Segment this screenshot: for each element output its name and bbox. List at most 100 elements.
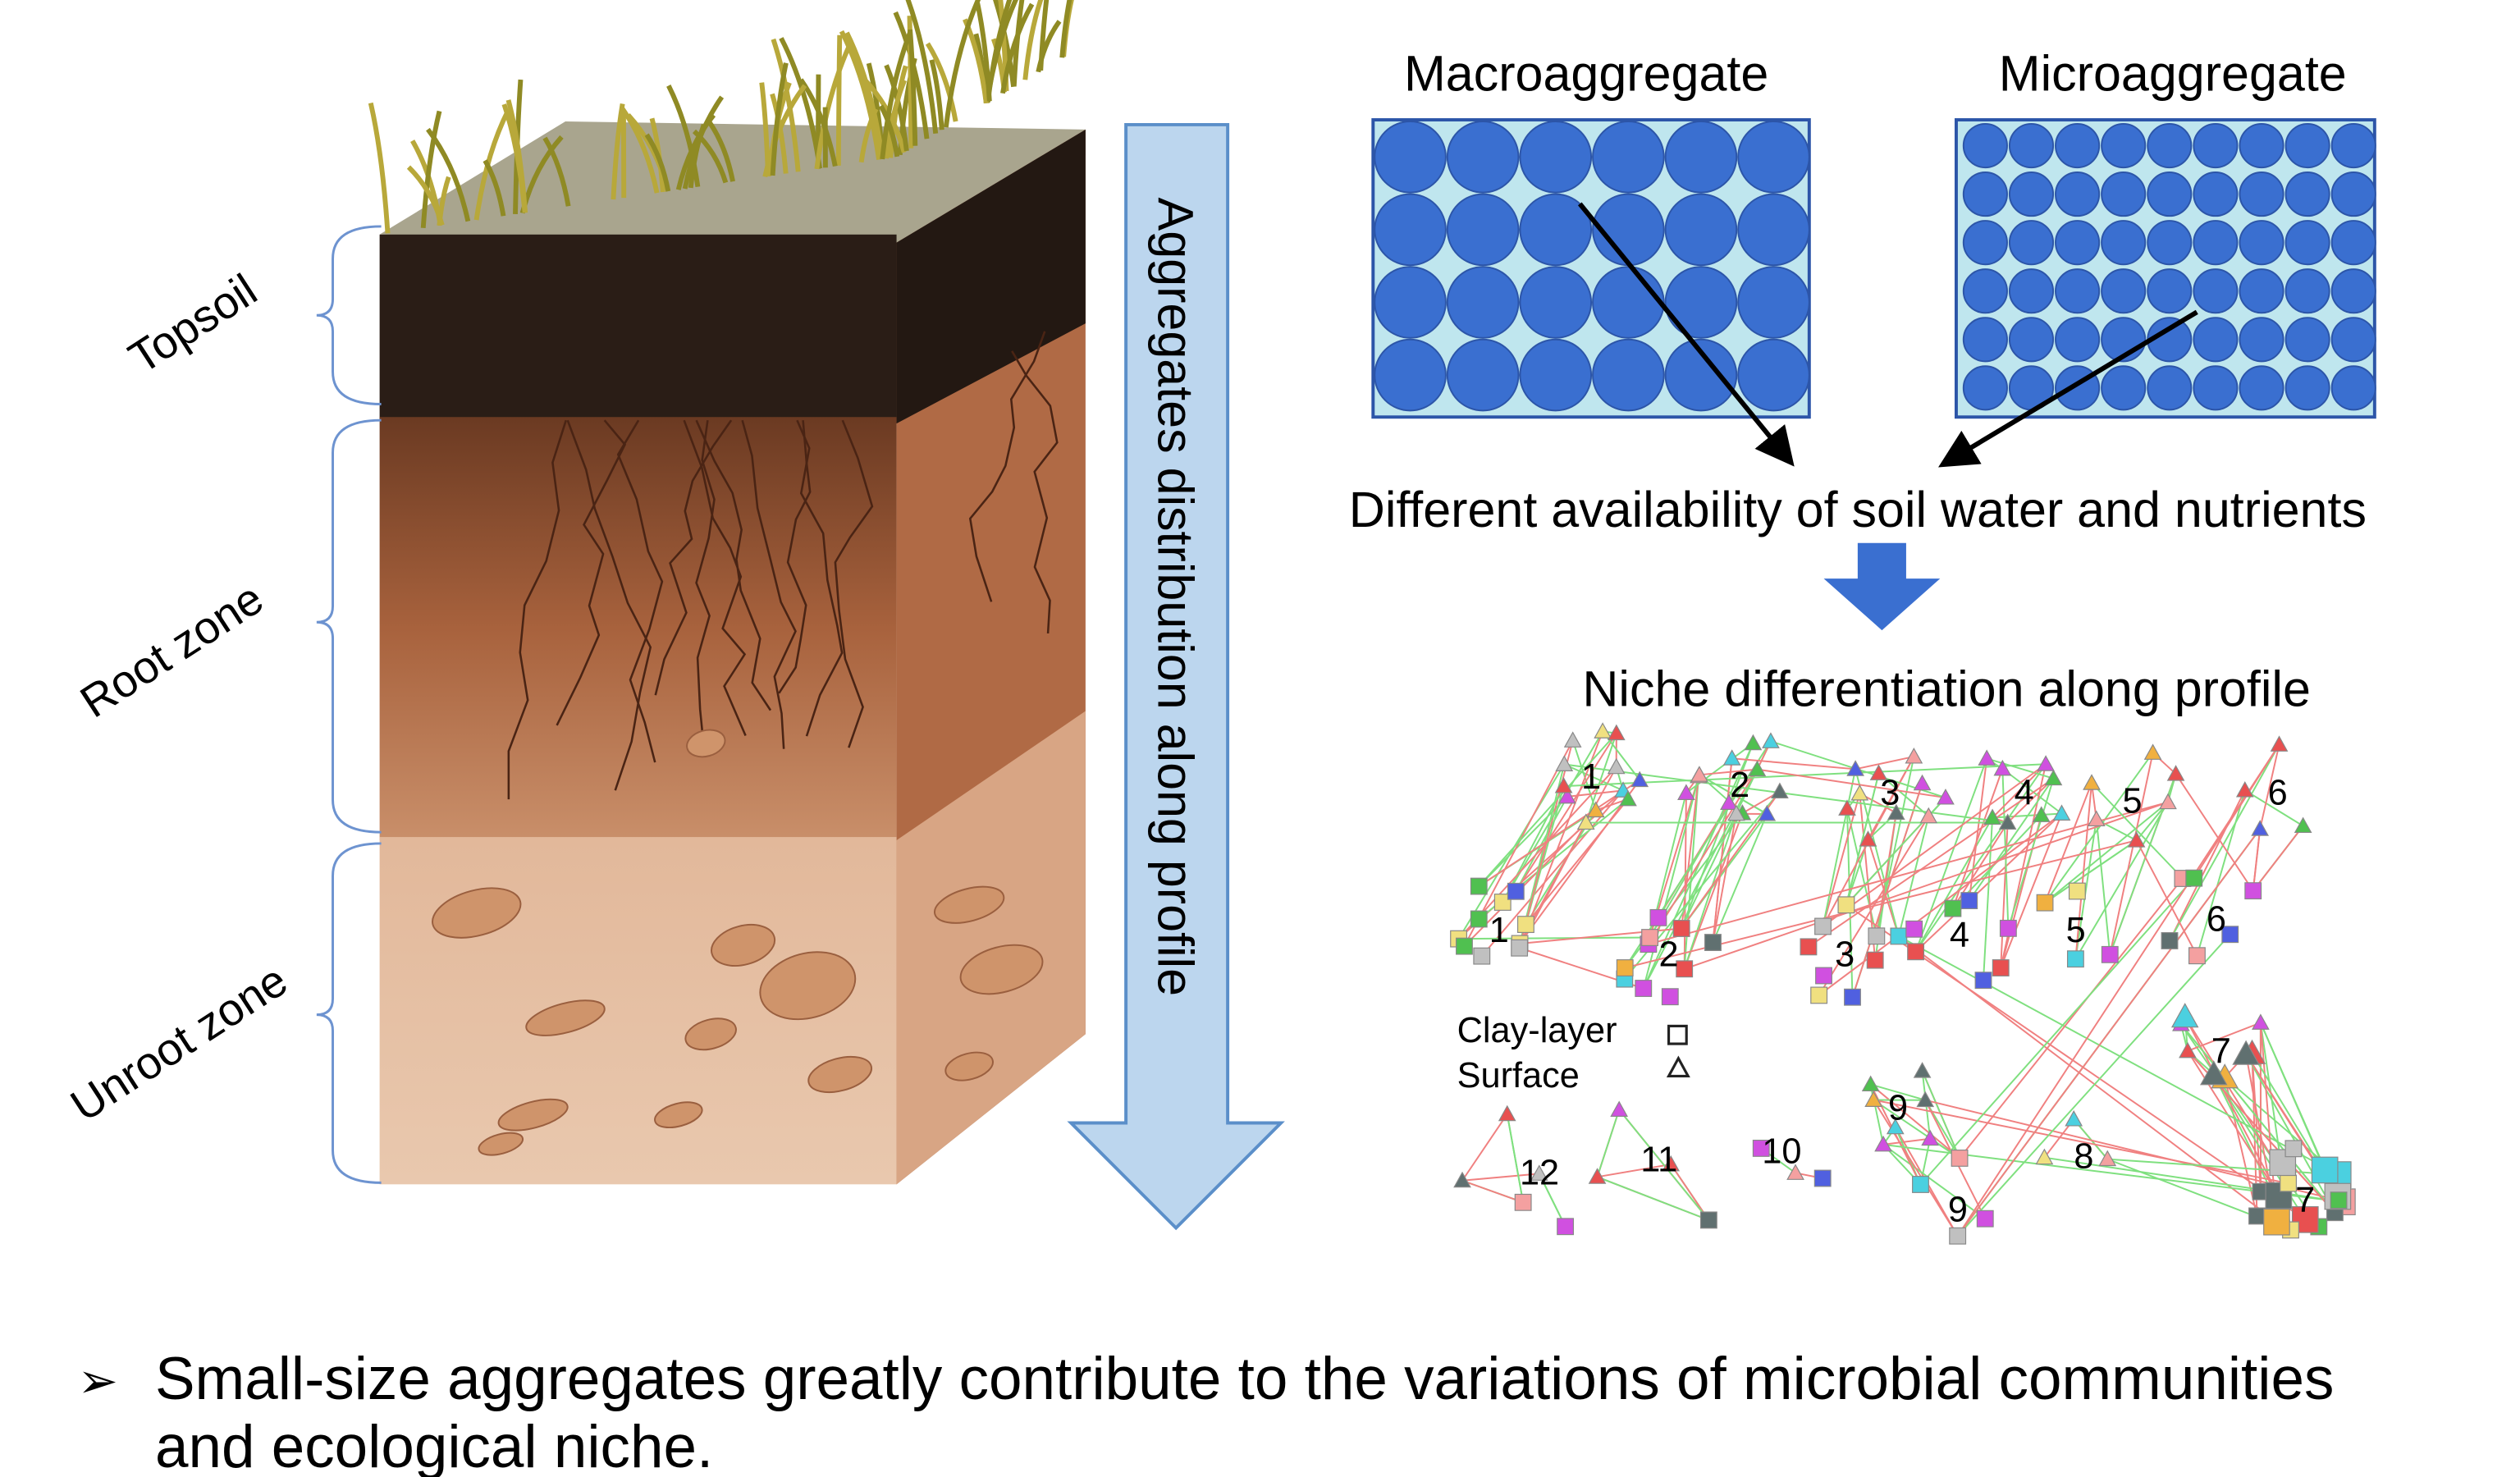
- grass-blade: [975, 2, 992, 102]
- macro-particle: [1664, 193, 1738, 267]
- cluster-label-s12: 12: [1520, 1153, 1559, 1192]
- unroot-zone-label: Unroot zone: [62, 954, 296, 1132]
- network-edge: [1478, 779, 1640, 887]
- network-edge: [1642, 769, 1759, 989]
- surface-otu-node: [2270, 735, 2289, 752]
- network-edge: [1642, 743, 1754, 989]
- legend-clay-label: Clay-layer: [1457, 1011, 1617, 1050]
- soil-side-unroot: [896, 711, 1086, 1185]
- network-edge: [1519, 764, 1566, 944]
- cluster-label-c7: 7: [2295, 1181, 2315, 1220]
- network-edge: [1822, 769, 1857, 927]
- clay-otu-node: [1890, 927, 1908, 945]
- micro-particle: [2193, 317, 2239, 363]
- network-edge: [1956, 743, 2280, 1237]
- network-edge: [1986, 757, 2054, 780]
- micro-particle: [2101, 268, 2147, 314]
- micro-arrow: [1938, 309, 2198, 468]
- micro-particle: [2239, 317, 2284, 363]
- macro-particle: [1519, 193, 1593, 267]
- root: [507, 419, 567, 800]
- stone: [432, 887, 522, 939]
- macro-particle: [1737, 121, 1810, 194]
- stone: [684, 1017, 737, 1051]
- micro-particle: [2147, 268, 2193, 314]
- grass-blade: [682, 95, 725, 190]
- root: [695, 420, 716, 743]
- surface-otu-node: [1610, 1100, 1629, 1117]
- macro-particle: [1446, 338, 1520, 412]
- network-edge: [1571, 740, 1597, 811]
- micro-particle: [2239, 122, 2284, 169]
- clay-otu-node: [2161, 932, 2179, 949]
- root: [616, 419, 664, 763]
- clay-otu-node: [2036, 894, 2054, 912]
- network-edge: [1681, 775, 1699, 929]
- network-edge: [1683, 813, 1737, 970]
- macro-particle: [1446, 193, 1520, 267]
- root: [741, 419, 797, 749]
- surface-otu-node: [2052, 804, 2071, 821]
- surface-otu-node: [2044, 769, 2063, 786]
- surface-otu-node: [1563, 731, 1582, 748]
- micro-particle: [2055, 171, 2101, 217]
- clay-otu-node: [2101, 945, 2119, 963]
- clay-otu-node: [1514, 1193, 1532, 1211]
- network-edge: [1757, 768, 1946, 799]
- stone: [497, 1098, 569, 1132]
- cluster-label-c5: 5: [2066, 911, 2086, 950]
- surface-otu-node: [2035, 1148, 2054, 1165]
- clay-otu-node: [2068, 882, 2086, 900]
- stone: [654, 1101, 703, 1129]
- surface-otu-node: [1869, 764, 1888, 780]
- network-edge: [1914, 763, 2047, 953]
- grass-blade: [620, 106, 660, 194]
- surface-otu-node: [1758, 804, 1777, 821]
- network-edge: [1458, 936, 1650, 940]
- network-edge: [1855, 756, 1914, 771]
- root: [566, 419, 652, 791]
- root: [556, 419, 627, 726]
- surface-otu-node: [1498, 1104, 1516, 1122]
- network-edge: [1478, 796, 1568, 887]
- surface-otu-node: [1838, 799, 1856, 816]
- surface-otu-node: [1859, 830, 1877, 847]
- legend-triangle-icon: [1666, 1055, 1690, 1078]
- micro-particle: [2055, 268, 2101, 314]
- clay-otu-node: [1557, 1218, 1575, 1236]
- network-edge: [2074, 819, 2097, 959]
- roots: [507, 331, 1059, 800]
- micro-particle: [1962, 220, 2008, 266]
- network-edge: [1683, 812, 1744, 970]
- clay-otu-node: [2280, 1174, 2297, 1192]
- micro-particle: [1962, 122, 2008, 169]
- grass-blade: [707, 121, 735, 182]
- microaggregate-particles: [1962, 122, 2376, 411]
- network-edge: [1914, 817, 1993, 953]
- surface-otu-node: [1850, 784, 1869, 801]
- cluster-label-s3: 3: [1880, 774, 1900, 813]
- network-edge: [2259, 1022, 2326, 1171]
- surface-otu-node: [2166, 765, 2185, 781]
- cluster-label-c1: 1: [1489, 911, 1509, 950]
- network-edge: [2244, 789, 2304, 827]
- micro-particle: [2284, 268, 2330, 314]
- network-edge: [1956, 934, 2231, 1237]
- grass-blade: [779, 37, 823, 169]
- grass-blade: [762, 84, 807, 177]
- network-edge: [1670, 1164, 1710, 1221]
- surface-otu-node: [1607, 724, 1626, 741]
- surface-otu-node: [2251, 820, 2270, 836]
- surface-otu-node: [1919, 807, 1938, 824]
- grass-blade: [483, 159, 506, 217]
- surface-otu-node: [1983, 808, 2001, 825]
- surface-otu-node: [1998, 813, 2017, 830]
- network-edge: [1873, 1099, 1960, 1159]
- root: [654, 419, 733, 696]
- network-edge: [1921, 1070, 1960, 1159]
- surface-otu-node: [2037, 755, 2055, 771]
- micro-particle: [2193, 268, 2239, 314]
- surface-otu-node: [1864, 1091, 1882, 1107]
